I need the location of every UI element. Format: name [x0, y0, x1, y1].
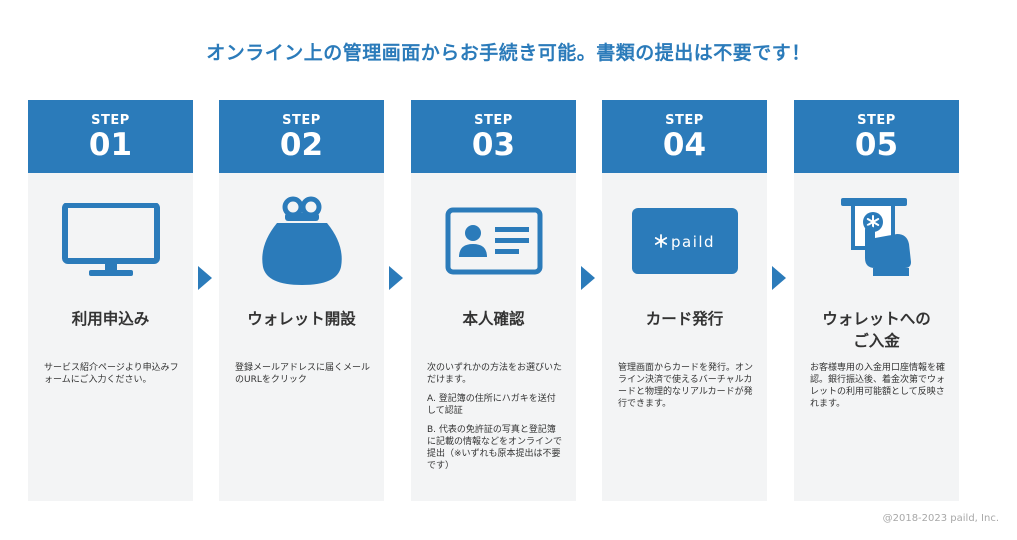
step-desc-text: サービス紹介ページより申込みフォームにご入力ください。 [44, 363, 179, 385]
step-description: 管理画面からカードを発行。オンライン決済で使えるバーチャルカードと物理的なリアル… [618, 362, 754, 417]
step-title: カード発行 [645, 310, 724, 328]
step-desc-option-b: B. 代表の免許証の写真と登記簿に記載の情報などをオンラインで提出（※いずれも原… [427, 425, 563, 471]
step-label: STEP [91, 113, 130, 128]
wallet-purse-icon [261, 196, 342, 285]
step-label: STEP [857, 113, 896, 128]
step-header: STEP 02 [219, 100, 384, 173]
atm-deposit-icon [840, 198, 911, 276]
step-title: ウォレット開設 [247, 310, 356, 328]
step-description: 登録メールアドレスに届くメールのURLをクリック [235, 362, 371, 393]
arrow-right-icon [198, 266, 212, 290]
paild-card-icon: paild [631, 208, 738, 274]
step-description: お客様専用の入金用口座情報を確認。銀行振込後、着金次第でウォレットの利用可能額と… [810, 362, 946, 417]
step-title: ウォレットへの ご入金 [794, 308, 959, 352]
page-headline: オンライン上の管理画面からお手続き可能。書類の提出は不要です！ [206, 42, 811, 64]
step-desc-text: お客様専用の入金用口座情報を確認。銀行振込後、着金次第でウォレットの利用可能額と… [810, 363, 946, 409]
step-desc-text: 次のいずれかの方法をお選びいただけます。 [427, 363, 563, 385]
paild-logo-text: paild [671, 233, 715, 251]
step-description: サービス紹介ページより申込みフォームにご入力ください。 [44, 362, 180, 393]
step-header: STEP 04 [602, 100, 767, 173]
step-label: STEP [282, 113, 321, 128]
step-desc-text: 登録メールアドレスに届くメールのURLをクリック [235, 363, 371, 385]
step-card-03: STEP 03 本人確認 次のいずれかの方法をお選びいただけます。 A. 登記簿… [411, 100, 576, 501]
step-header: STEP 03 [411, 100, 576, 173]
arrow-right-icon [772, 266, 786, 290]
step-number: 01 [88, 127, 133, 163]
step-title: 本人確認 [462, 310, 525, 328]
step-header: STEP 05 [794, 100, 959, 173]
step-header: STEP 01 [28, 100, 193, 173]
arrow-right-icon [581, 266, 595, 290]
copyright-text: @2018-2023 paild, Inc. [882, 513, 999, 524]
step-card-05: STEP 05 ウォレットへの ご入金 お客様専用の入金用口座情報を確認。銀行振… [794, 100, 959, 501]
step-description: 次のいずれかの方法をお選びいただけます。 A. 登記簿の住所にハガキを送付して認… [427, 362, 563, 479]
id-card-icon [445, 207, 542, 275]
step-title: 利用申込み [71, 310, 150, 328]
step-title-line: ご入金 [853, 332, 900, 350]
arrow-right-icon [389, 266, 403, 290]
step-number: 02 [279, 127, 324, 163]
step-title-line: ウォレットへの [822, 310, 931, 328]
step-card-01: STEP 01 利用申込み サービス紹介ページより申込みフォームにご入力ください… [28, 100, 193, 501]
step-desc-option-a: A. 登記簿の住所にハガキを送付して認証 [427, 394, 556, 416]
monitor-icon [61, 203, 160, 276]
step-desc-text: 管理画面からカードを発行。オンライン決済で使えるバーチャルカードと物理的なリアル… [618, 363, 754, 409]
step-number: 03 [471, 127, 516, 163]
step-card-02: STEP 02 ウォレット開設 登録メールアドレスに届くメールのURLをクリック [219, 100, 384, 501]
step-card-04: STEP 04 paild カード発行 管理画面からカードを発行。オンライン決済… [602, 100, 767, 501]
step-number: 04 [662, 127, 707, 163]
step-label: STEP [665, 113, 704, 128]
step-label: STEP [474, 113, 513, 128]
step-number: 05 [854, 127, 899, 163]
